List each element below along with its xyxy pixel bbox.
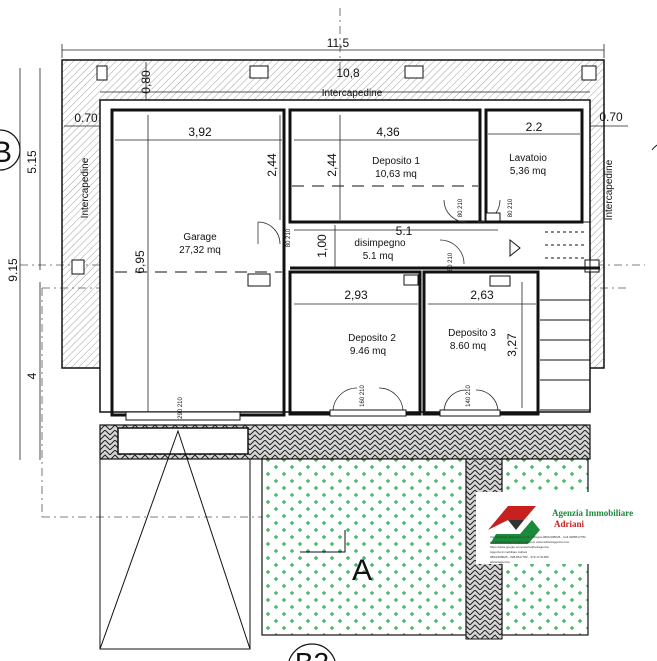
staircase <box>509 221 591 411</box>
agency-contact-1: Via Cardinale Mazzarino n°71, Offagna 08… <box>490 535 586 539</box>
disimpegno-area: 5.1 mq <box>363 251 394 262</box>
garage-post <box>247 273 271 287</box>
section-letter-b: B <box>0 136 12 169</box>
garage-area: 27,32 mq <box>179 245 221 256</box>
deposito1-name: Deposito 1 <box>372 156 420 167</box>
top-cavity-label: 0,80 <box>139 70 153 94</box>
door-mark-disimp-a: 80 210 <box>286 228 292 247</box>
section-marker-right <box>651 144 657 151</box>
section-letter-a: A <box>352 554 372 587</box>
lavatoio-name: Lavatoio <box>509 153 547 164</box>
deposito2-width-label: 2,93 <box>344 288 368 302</box>
garage-name: Garage <box>183 232 217 243</box>
intercapedine-top-label: Intercapedine <box>322 88 383 99</box>
left-height-lower-label: 4 <box>25 372 39 379</box>
deposito1-area: 10,63 mq <box>375 169 417 180</box>
overall-width-label: 11,5 <box>327 36 350 50</box>
agency-name-line2: Adriani <box>554 519 585 529</box>
agency-name-line1: Agenzia Immobiliare <box>552 508 633 518</box>
agency-contact-6: adrianiagenzia <box>490 560 510 564</box>
door-mark-d2: 160 210 <box>360 385 366 407</box>
agency-logo-card: Agenzia Immobiliare Adriani Via Cardinal… <box>476 492 633 564</box>
ramp-opening <box>117 427 249 455</box>
agency-logo-mark <box>488 506 540 544</box>
deposito3-width-label: 2,63 <box>470 288 494 302</box>
section-letter-b2: B2 <box>295 647 329 661</box>
deposito3-name: Deposito 3 <box>448 328 496 339</box>
left-height-upper-label: 5.15 <box>25 150 39 174</box>
disimpegno-width-label: 5.1 <box>396 224 413 238</box>
section-marker-left <box>0 129 21 171</box>
agency-contact-2: e-mail:adrianiagenzia@gmail.com www.adri… <box>490 540 570 544</box>
deposito1-height-left-label: 2,44 <box>265 153 279 177</box>
overall-dim-line <box>61 44 605 58</box>
deposito3-height-label: 3,27 <box>505 333 519 357</box>
lavatoio-area: 5,36 mq <box>510 166 546 177</box>
door-mark-garage: 290 210 <box>178 397 184 419</box>
intercapedine-left-label: Intercapedine <box>80 157 91 218</box>
post-d3 <box>489 275 511 287</box>
section-marker-bottom <box>288 643 336 661</box>
disimpegno-name: disimpegno <box>354 238 406 249</box>
agency-contact-3: https://sites.google.com/view/adrianiage… <box>490 545 549 549</box>
room-dim-lines <box>19 62 628 460</box>
deposito1-width-label: 4,36 <box>376 125 400 139</box>
left-cavity-label: 0.70 <box>74 111 98 125</box>
deposito1-height-right-label: 2,44 <box>325 153 339 177</box>
garage-height-label: 6,95 <box>133 250 147 274</box>
deposito2-name: Deposito 2 <box>348 333 396 344</box>
section-arrow <box>300 530 346 553</box>
wall-openings <box>125 409 501 421</box>
post-lavatoio <box>485 212 501 222</box>
garage-width-label: 3,92 <box>188 125 212 139</box>
door-swings <box>257 199 501 413</box>
lavatoio-width-label: 2.2 <box>526 120 543 134</box>
post-d2 <box>403 274 419 286</box>
door-mark-d1-a: 80 210 <box>458 198 464 217</box>
inner-width-label: 10,8 <box>336 66 360 80</box>
intercapedine-right-label: Intercapedine <box>604 159 615 220</box>
agency-contact-4: Agenzia Immobiliare Adriani <box>490 550 528 554</box>
door-mark-d3: 140 210 <box>466 385 472 407</box>
deposito3-area: 8.60 mq <box>450 341 486 352</box>
disimpegno-height-label: 1,00 <box>315 234 329 258</box>
right-cavity-label: 0.70 <box>599 110 623 124</box>
agency-contact-5: 0864/498025 - 328.8617782 - 379.17.01356 <box>490 555 549 559</box>
garage-center-line <box>115 185 478 273</box>
cavity-walls <box>61 59 605 413</box>
garden-area <box>261 458 467 636</box>
door-mark-disimp-b: 80 210 <box>448 252 454 271</box>
left-height-total-label: 9.15 <box>6 258 20 282</box>
driveway-ramp <box>99 429 251 650</box>
deposito2-area: 9.46 mq <box>350 346 386 357</box>
door-mark-d1-b: 80 210 <box>508 198 514 217</box>
